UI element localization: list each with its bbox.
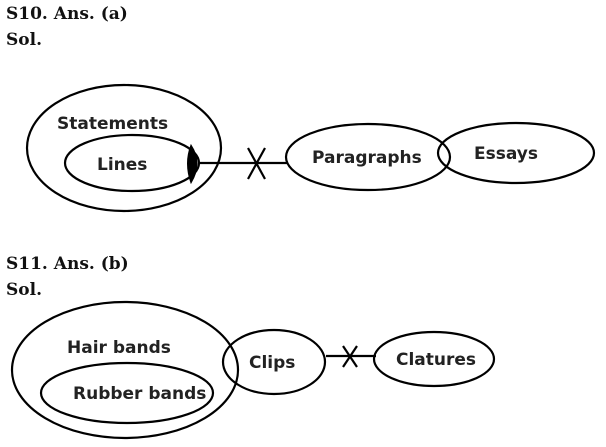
diagram-s10: Statements Lines Paragraphs Essays — [25, 83, 596, 213]
cross-mark — [342, 345, 358, 368]
hair-bands-ellipse — [10, 300, 240, 440]
diagram-s11: Hair bands Rubber bands Clips Clatures — [10, 300, 496, 440]
statements-ellipse — [25, 83, 223, 213]
statements-label: Statements — [57, 114, 168, 134]
rubber-bands-label: Rubber bands — [73, 384, 206, 404]
cross-mark — [247, 147, 266, 180]
solution-label-s11: Sol. — [6, 280, 42, 300]
rubber-bands-ellipse — [39, 361, 215, 425]
answer-heading-s11: S11. Ans. (b) — [6, 254, 129, 274]
solution-label-s10: Sol. — [6, 30, 42, 50]
clips-label: Clips — [249, 353, 295, 373]
essays-ellipse — [436, 121, 596, 185]
shaded-overlap-mark — [187, 143, 198, 185]
lines-label: Lines — [97, 155, 147, 175]
clatures-label: Clatures — [396, 350, 476, 370]
answer-heading-s10: S10. Ans. (a) — [6, 4, 128, 24]
paragraphs-label: Paragraphs — [312, 148, 422, 168]
clips-ellipse — [221, 328, 327, 396]
essays-label: Essays — [474, 144, 538, 164]
clatures-ellipse — [372, 330, 496, 388]
paragraphs-ellipse — [284, 122, 452, 192]
hair-bands-label: Hair bands — [67, 338, 171, 358]
